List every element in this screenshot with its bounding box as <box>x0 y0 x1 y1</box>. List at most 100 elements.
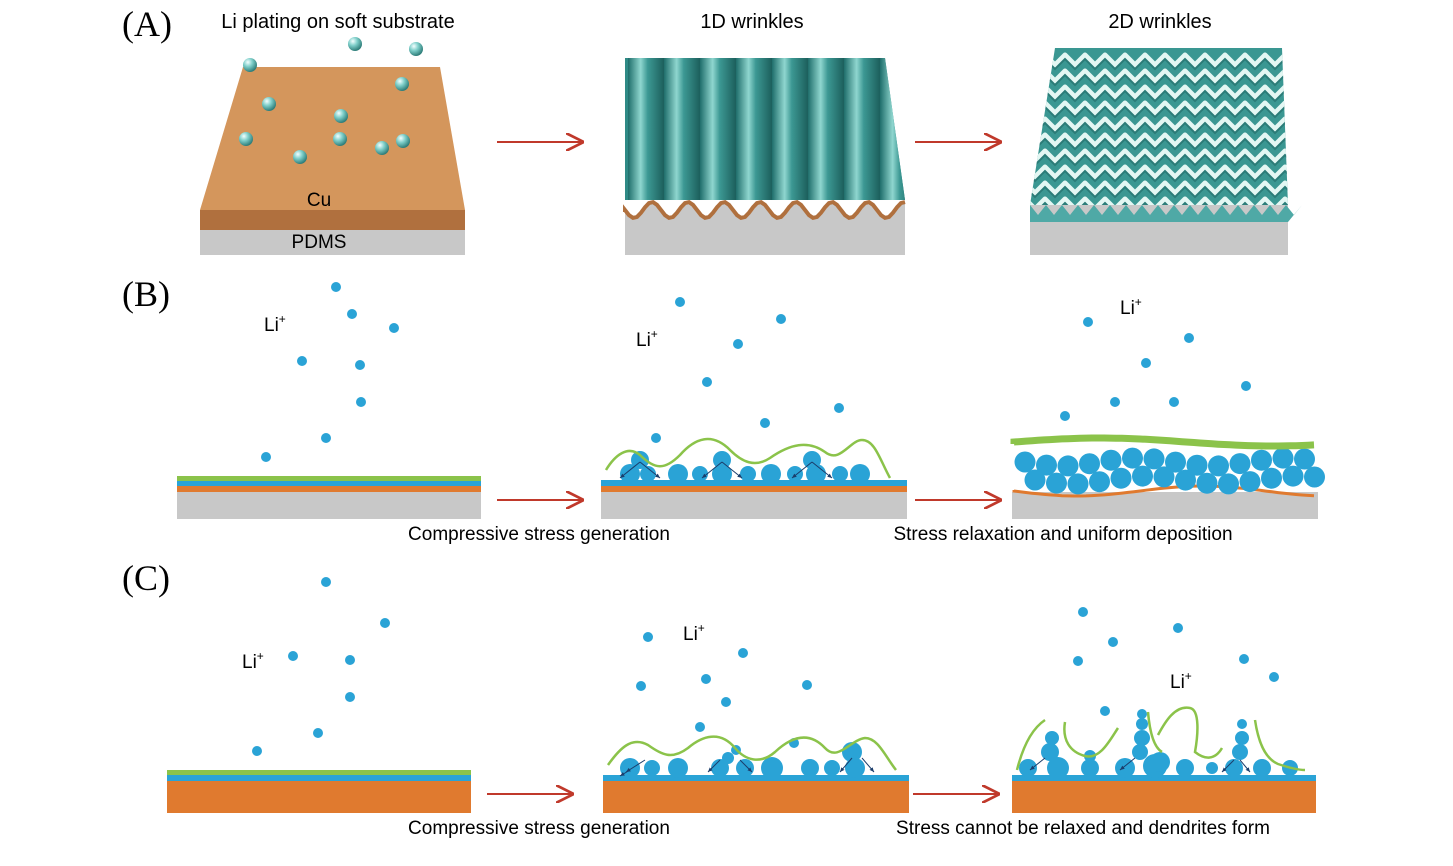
lithium-sphere <box>333 132 347 146</box>
copper-side-layer <box>200 210 465 230</box>
wrinkle-ridge <box>628 58 664 200</box>
stress-arrow <box>739 759 753 773</box>
li-ion <box>1169 397 1179 407</box>
one-d-wrinkles-block <box>623 58 906 255</box>
li-ion <box>380 618 390 628</box>
li-deposit <box>1024 469 1046 491</box>
wrinkle-ridge <box>736 58 772 200</box>
li-dendrite-particle <box>1045 731 1059 745</box>
lithium-sphere <box>396 134 410 148</box>
li-deposit <box>1294 448 1315 470</box>
stress-arrow <box>791 461 813 479</box>
zigzag-line <box>1030 196 1288 205</box>
stress-arrow <box>1239 759 1251 773</box>
stress-arrow <box>721 461 743 479</box>
li-ions-panel-b <box>261 282 1251 462</box>
wrinkle-front-side <box>625 202 905 255</box>
li-ion <box>1141 358 1151 368</box>
wrinkle-ridge <box>808 58 844 200</box>
li-dendrite-particle <box>1134 730 1150 746</box>
li-deposit <box>1132 465 1153 487</box>
li-deposit <box>801 759 819 777</box>
li-ion <box>1110 397 1120 407</box>
stress-arrow <box>1221 759 1235 773</box>
li-dendrite-particle <box>1176 759 1194 777</box>
zigzag-line <box>1030 68 1288 84</box>
li-deposit <box>640 466 656 482</box>
compressive-stack-b <box>601 437 907 519</box>
li-deposit <box>832 466 848 482</box>
li-deposit <box>1304 466 1325 488</box>
zigzag-line <box>1030 100 1288 116</box>
cu-layer-label: Cu <box>307 190 331 211</box>
li-ion <box>313 728 323 738</box>
stress-arrow <box>701 461 723 479</box>
li-ion <box>675 297 685 307</box>
li-dendrite-particle <box>1253 759 1271 777</box>
li-dendrite-particle <box>1136 718 1148 730</box>
wrinkle-ridge <box>664 58 700 200</box>
li-ion <box>1241 381 1251 391</box>
li-ion <box>695 722 705 732</box>
zigzag-shadow <box>1030 73 1288 87</box>
li-ion <box>321 577 331 587</box>
li-ion <box>331 282 341 292</box>
li-deposit <box>761 757 783 779</box>
zigzag-line <box>1030 148 1288 164</box>
li-deposit <box>668 464 688 484</box>
compressive-stack-c <box>603 735 909 813</box>
wrinkle-ridge <box>700 58 736 200</box>
li-deposit <box>1186 454 1208 476</box>
li-ion <box>802 680 812 690</box>
li-deposit <box>1229 453 1251 475</box>
panel-b-letter: (B) <box>122 274 170 314</box>
li-deposits-c2 <box>619 742 875 779</box>
panel-a-title-mid: 1D wrinkles <box>700 11 803 33</box>
li-deposit <box>1251 449 1272 471</box>
li-label-c3: Li+ <box>1170 669 1192 693</box>
panel-c-letter: (C) <box>122 558 170 598</box>
li-deposits-b2 <box>619 451 870 484</box>
zigzag-shadow <box>1030 153 1288 167</box>
relaxed-stack-b <box>1010 434 1325 519</box>
li-deposit <box>824 760 840 776</box>
lithium-sphere <box>293 150 307 164</box>
zigzag-shadow <box>1030 185 1288 199</box>
zigzag-pattern <box>1030 52 1288 205</box>
zigzag-shadow <box>1030 169 1288 183</box>
li-ions-panel-c <box>252 577 1279 756</box>
li-dendrite-particle <box>1206 762 1218 774</box>
li-deposit <box>1175 469 1196 491</box>
li-ion <box>345 692 355 702</box>
stress-arrow <box>707 759 721 773</box>
zigzag-line <box>1030 164 1288 180</box>
li-ion <box>738 648 748 658</box>
li-deposit <box>1272 447 1294 469</box>
li-deposit <box>1208 455 1229 477</box>
li-label-c2: Li+ <box>683 621 705 645</box>
li-deposit <box>713 451 731 469</box>
li-deposit <box>1218 473 1239 495</box>
li-deposit <box>1079 453 1100 475</box>
li-ion <box>347 309 357 319</box>
li-ion <box>776 314 786 324</box>
wrinkle-ridges <box>628 58 905 200</box>
zigzag-line <box>1030 52 1288 68</box>
lithium-spheres <box>239 37 423 164</box>
li-deposit <box>850 464 870 484</box>
li-deposits-b3 <box>1014 447 1325 495</box>
li-deposit <box>761 464 781 484</box>
sei-film-b2 <box>604 437 892 479</box>
li-ion <box>297 356 307 366</box>
li-deposit <box>1014 451 1036 473</box>
zigzag-front-edge <box>1030 205 1302 222</box>
zigzag-shadow <box>1030 121 1288 135</box>
stress-arrow <box>625 759 646 773</box>
stress-arrow <box>861 757 875 773</box>
li-dendrite-particle <box>1237 719 1247 729</box>
flat-stack-c <box>167 770 471 813</box>
pdms-side-layer <box>200 230 465 255</box>
lithium-sphere <box>348 37 362 51</box>
li-label-b3: Li+ <box>1120 295 1142 319</box>
li-ion <box>389 323 399 333</box>
